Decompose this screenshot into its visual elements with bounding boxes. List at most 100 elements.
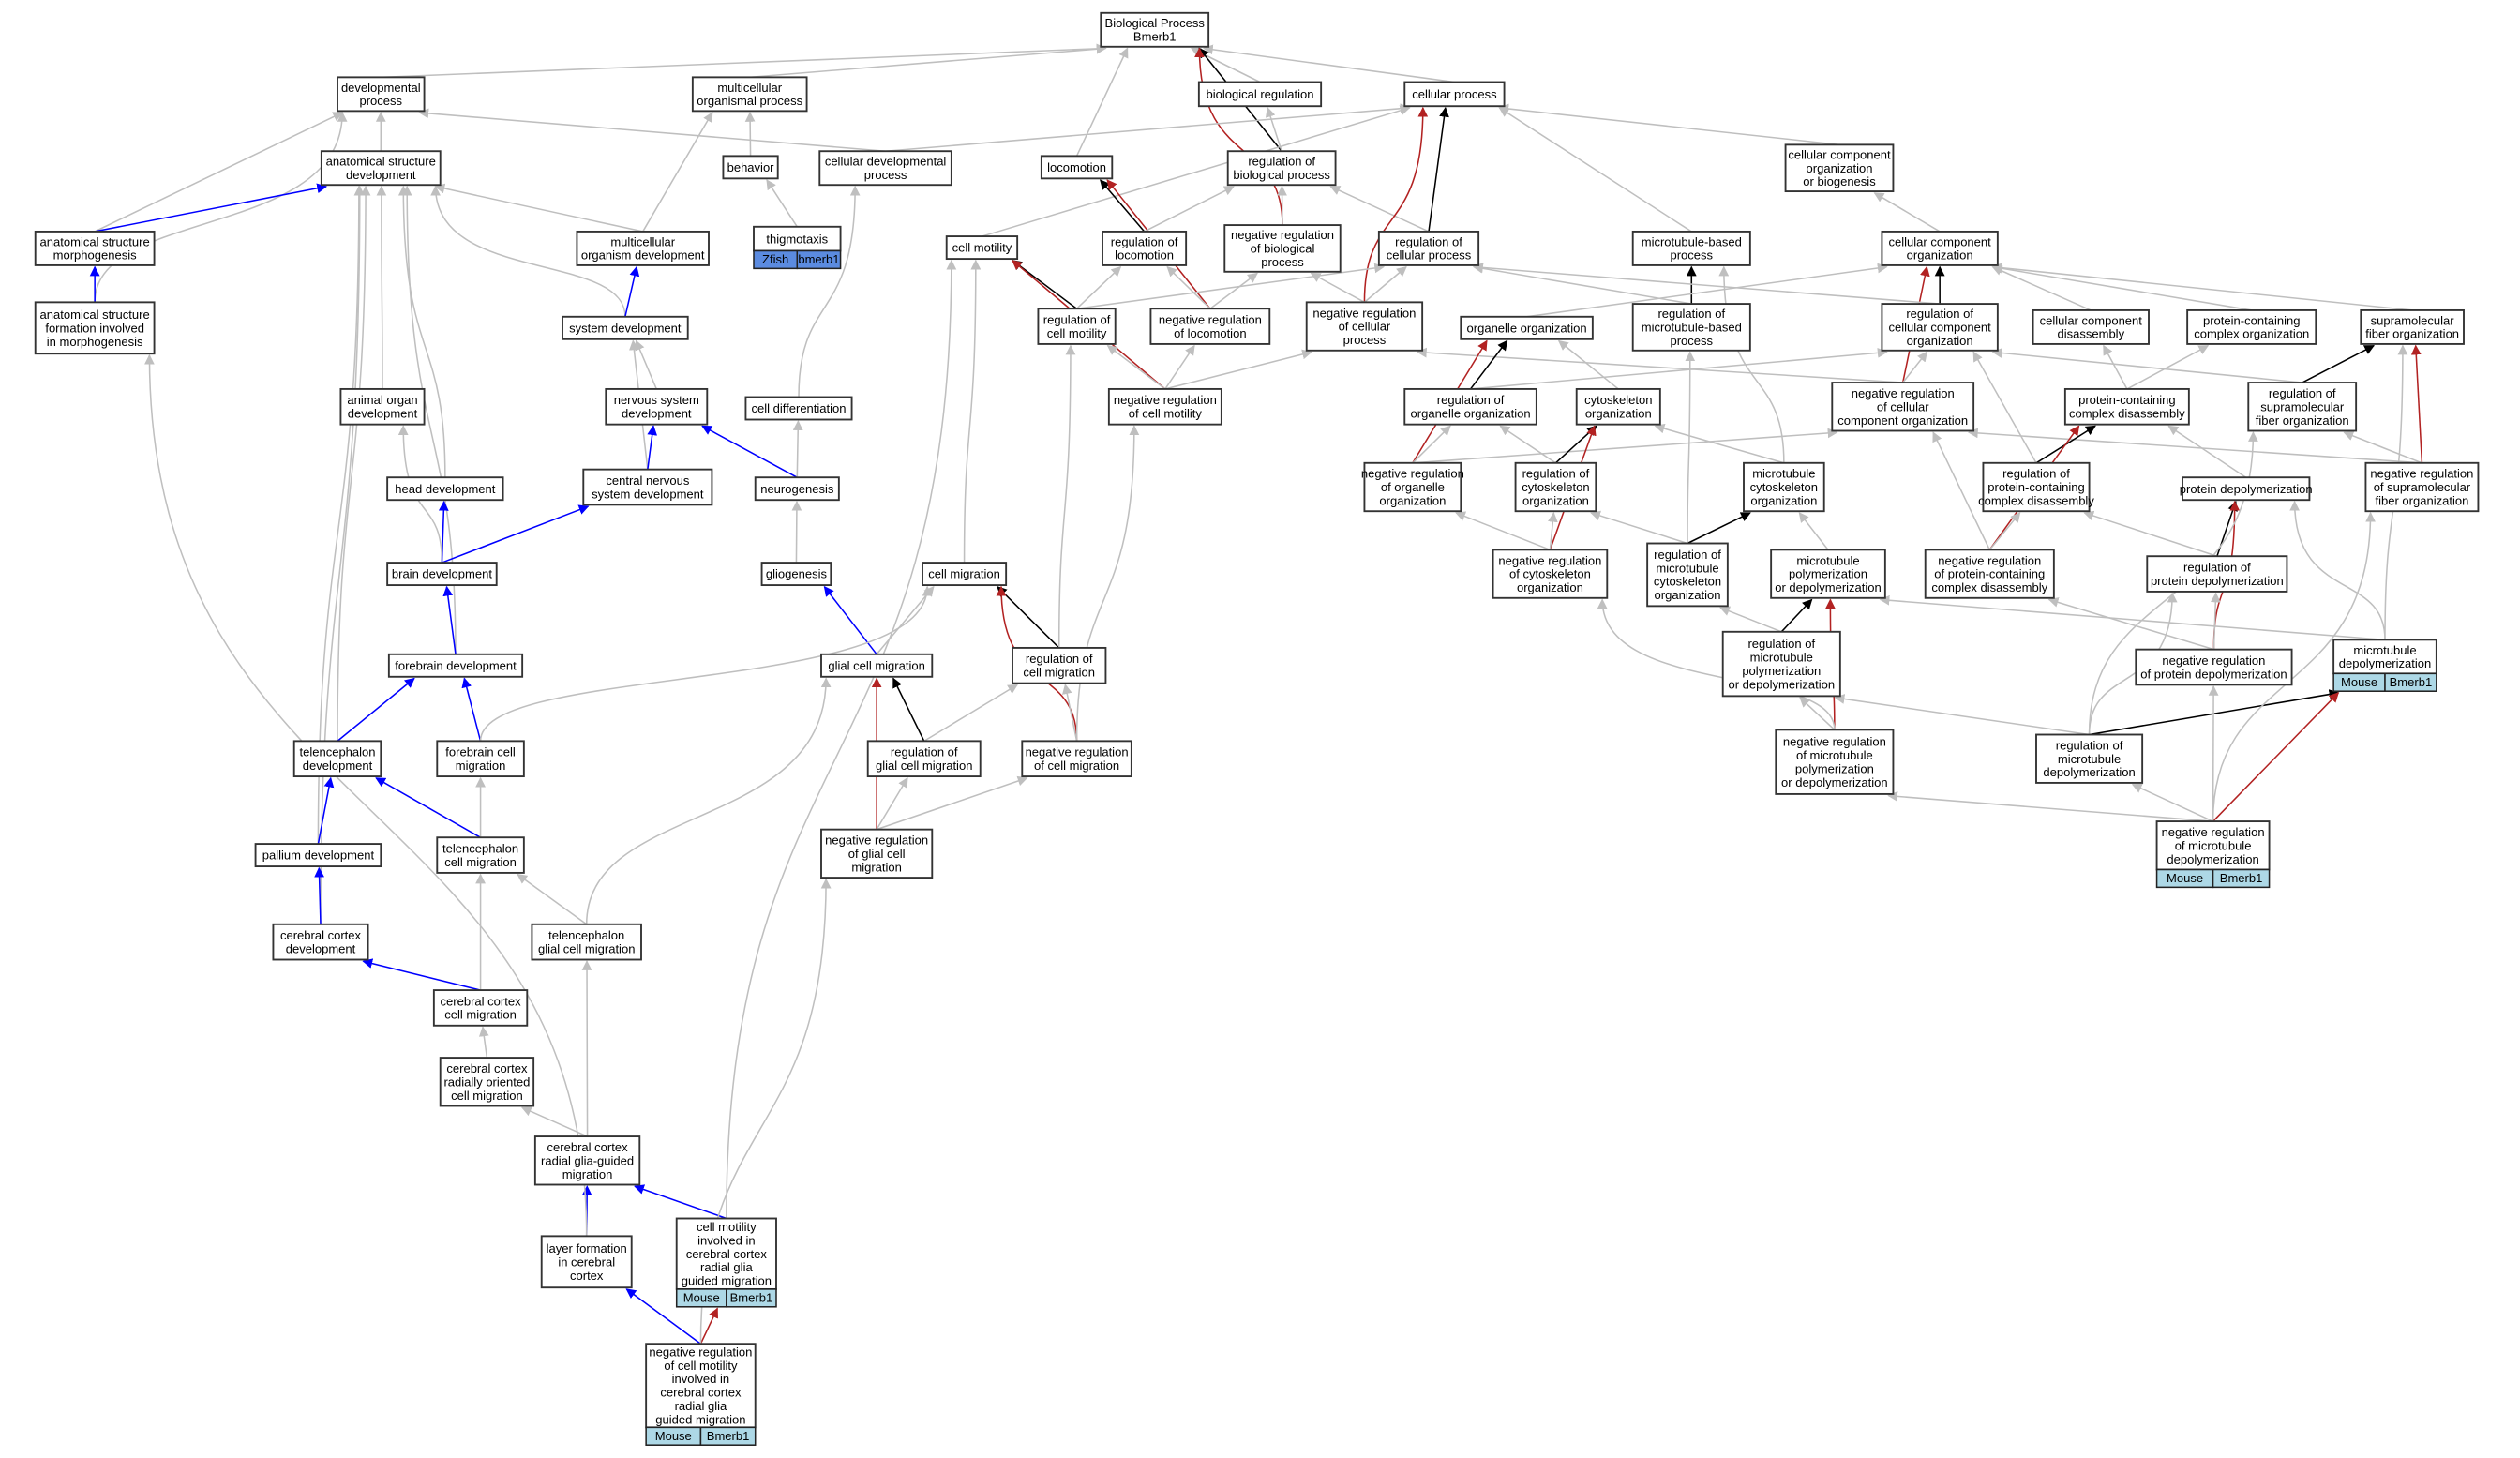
gene-annotation-cell[interactable] — [796, 249, 842, 270]
go-term-node-protdepol[interactable]: protein depolymerization — [2180, 476, 2313, 502]
gene-annotation-cell[interactable] — [726, 1288, 777, 1308]
go-term-node-gcm[interactable]: glial cell migration — [820, 653, 934, 678]
node-box — [562, 315, 689, 340]
node-label-line: cellular developmental — [825, 155, 947, 169]
node-label-line: central nervous — [606, 473, 689, 488]
go-term-node-regmtcyto[interactable]: regulation ofmicrotubulecytoskeletonorga… — [1646, 542, 1729, 608]
go-term-node-forebraindev[interactable]: forebrain development — [387, 653, 524, 678]
go-term-node-headdev[interactable]: head development — [386, 476, 504, 502]
go-term-node-bioreg[interactable]: biological regulation — [1197, 81, 1323, 108]
go-term-node-cellmotility[interactable]: cell motility — [945, 235, 1019, 261]
go-term-node-gliog[interactable]: gliogenesis — [760, 562, 832, 587]
gene-annotation-cell[interactable] — [2384, 672, 2438, 692]
node-box — [2135, 648, 2293, 686]
edge-part-of-cccm-to-ccdev — [362, 958, 481, 991]
go-term-node-palldev[interactable]: pallium development — [254, 843, 382, 868]
node-label-line: regulation of — [891, 745, 958, 759]
edge-regulates-regcell-to-cellproc — [1428, 106, 1449, 233]
node-label-line: radial glia-guided — [541, 1153, 634, 1167]
go-term-node-neurog[interactable]: neurogenesis — [754, 476, 840, 502]
node-label-line: cerebral cortex — [660, 1386, 742, 1400]
go-term-node-regmtpoly[interactable]: regulation ofmicrotubulepolymerizationor… — [1721, 630, 1841, 698]
node-label-line: supramolecular — [2371, 313, 2455, 327]
edge-part-of-braindev-to-headdev — [438, 500, 449, 564]
go-term-node-locomotion[interactable]: locomotion — [1040, 155, 1114, 180]
gene-annotation-cell[interactable] — [2212, 868, 2271, 889]
go-term-node-orgorg[interactable]: organelle organization — [1460, 315, 1594, 340]
gene-annotation-cell[interactable] — [699, 1426, 757, 1446]
go-term-node-celldiff[interactable]: cell differentiation — [744, 396, 853, 421]
go-term-node-braindev[interactable]: brain development — [386, 562, 498, 587]
go-term-node-sysdev[interactable]: system development — [562, 315, 689, 340]
go-term-node-cellmig[interactable]: cell migration — [922, 562, 1008, 587]
node-box — [1377, 230, 1480, 266]
go-term-node-cellproc[interactable]: cellular process — [1403, 81, 1506, 108]
go-term-node-behavior[interactable]: behavior — [722, 155, 779, 180]
edge-is-a-negregmtdepol-to-negregprotdepol — [2208, 684, 2219, 822]
edge-is-a-pcco-to-cco — [1991, 263, 2252, 311]
